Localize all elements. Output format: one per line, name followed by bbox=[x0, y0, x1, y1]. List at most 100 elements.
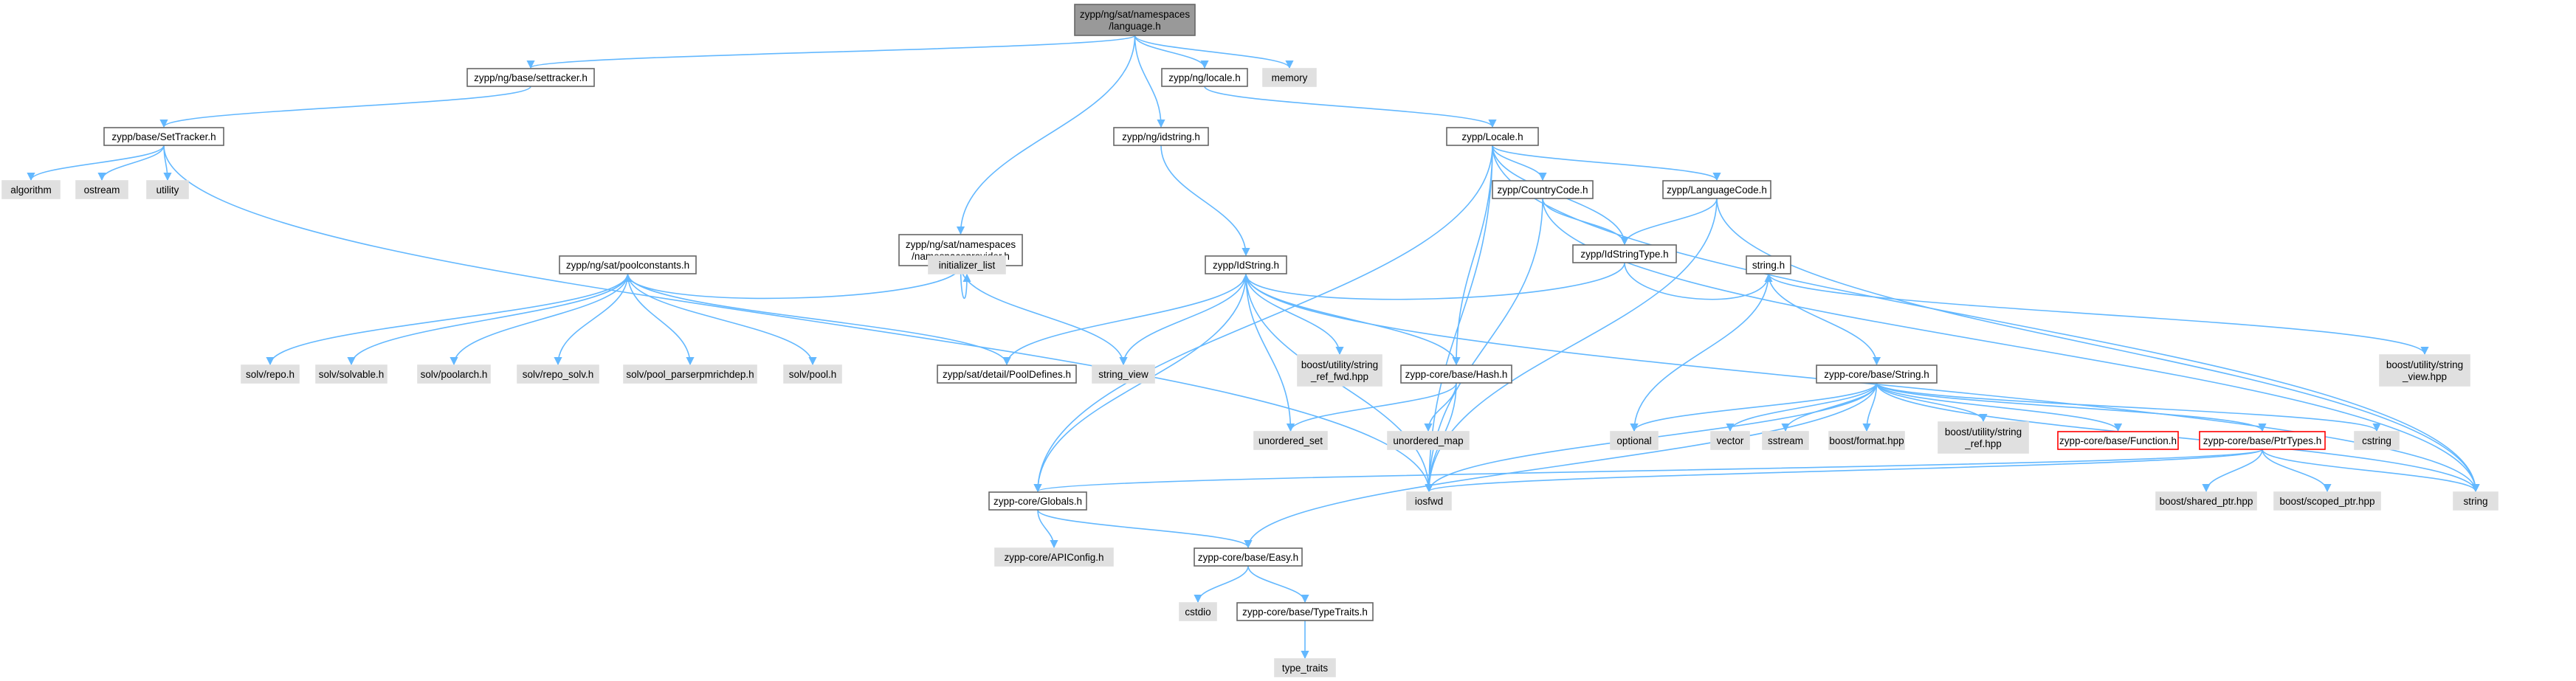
node-pool_h: solv/pool.h bbox=[783, 364, 842, 384]
node-SetTracker[interactable]: zypp/base/SetTracker.h bbox=[103, 127, 224, 146]
edge-string_h-to-optional bbox=[1630, 273, 1769, 432]
node-label: _view.hpp bbox=[2402, 371, 2447, 382]
node-label: memory bbox=[1272, 72, 1308, 83]
node-poolarch_h: solv/poolarch.h bbox=[417, 364, 491, 384]
node-String[interactable]: zypp-core/base/String.h bbox=[1816, 364, 1938, 384]
node-box bbox=[1746, 255, 1791, 274]
node-label: initializer_list bbox=[939, 260, 996, 271]
node-iosfwd: iosfwd bbox=[1406, 491, 1452, 511]
edge-string_h-to-String bbox=[1768, 273, 1881, 366]
node-box bbox=[1816, 364, 1938, 384]
node-solvable_h: solv/solvable.h bbox=[315, 364, 388, 384]
node-IdString[interactable]: zypp/IdString.h bbox=[1205, 255, 1287, 274]
node-settracker_ng[interactable]: zypp/ng/base/settracker.h bbox=[466, 68, 595, 87]
node-box bbox=[1662, 180, 1771, 199]
node-box bbox=[2057, 431, 2179, 450]
node-label: unordered_map bbox=[1393, 435, 1463, 446]
node-box bbox=[1572, 244, 1677, 263]
node-label: solv/repo.h bbox=[246, 369, 295, 380]
edge-poolconstants-to-poolarch_h bbox=[450, 273, 629, 366]
node-IdStringType[interactable]: zypp/IdStringType.h bbox=[1572, 244, 1677, 263]
node-poolconstants[interactable]: zypp/ng/sat/poolconstants.h bbox=[559, 255, 697, 274]
node-label: zypp-core/APIConfig.h bbox=[1004, 552, 1103, 563]
node-box bbox=[517, 364, 599, 384]
node-box bbox=[1, 180, 61, 199]
edge-SetTracker-to-ostream bbox=[97, 145, 165, 182]
edge-LanguageCode-to-string bbox=[1716, 198, 2480, 493]
node-string_ref_fwd: boost/utility/string_ref_fwd.hpp bbox=[1297, 354, 1382, 387]
edge-nsprovider-to-initializer_list bbox=[960, 265, 971, 300]
node-label: zypp/IdString.h bbox=[1213, 260, 1279, 271]
node-PtrTypes[interactable]: zypp-core/base/PtrTypes.h bbox=[2199, 431, 2326, 450]
node-locale_ng[interactable]: zypp/ng/locale.h bbox=[1161, 68, 1248, 87]
edge-Hash-to-unordered_map bbox=[1424, 382, 1457, 432]
node-box bbox=[2354, 431, 2400, 450]
node-label: boost/utility/string bbox=[1945, 426, 2022, 438]
node-initializer_list: initializer_list bbox=[928, 255, 1006, 274]
node-box bbox=[2155, 491, 2257, 511]
node-LanguageCode[interactable]: zypp/LanguageCode.h bbox=[1662, 180, 1771, 199]
node-Easy[interactable]: zypp-core/base/Easy.h bbox=[1194, 547, 1303, 567]
node-label: solv/repo_solv.h bbox=[523, 369, 594, 380]
edge-Hash-to-unordered_set bbox=[1286, 382, 1457, 432]
node-box bbox=[1400, 364, 1512, 384]
dependency-edges bbox=[27, 35, 2480, 660]
edge-poolconstants-to-PoolDefines bbox=[627, 273, 1011, 366]
node-Locale[interactable]: zypp/Locale.h bbox=[1446, 127, 1539, 146]
edge-Globals-to-APIConfig bbox=[1037, 509, 1058, 549]
node-box bbox=[1828, 431, 1905, 450]
node-root[interactable]: zypp/ng/sat/namespaces/language.h bbox=[1074, 4, 1196, 36]
node-label: sstream bbox=[1768, 435, 1803, 446]
edge-nsprovider-to-poolconstants bbox=[623, 265, 962, 300]
edge-root-to-memory bbox=[1134, 35, 1294, 69]
node-Function[interactable]: zypp-core/base/Function.h bbox=[2057, 431, 2179, 450]
edge-String-to-PtrTypes bbox=[1876, 382, 2267, 432]
node-label: /language.h bbox=[1109, 21, 1161, 32]
node-string_h[interactable]: string.h bbox=[1746, 255, 1791, 274]
node-box bbox=[1274, 658, 1336, 677]
edge-root-to-idstring_ng bbox=[1134, 35, 1165, 128]
edge-poolconstants-to-solvable_h bbox=[347, 273, 629, 366]
node-box bbox=[1297, 354, 1382, 387]
dependency-nodes: zypp/ng/sat/namespaces/language.h zypp/ng… bbox=[1, 4, 2498, 677]
node-string_ref_hpp: boost/utility/string_ref.hpp bbox=[1938, 421, 2029, 454]
node-idstring_ng[interactable]: zypp/ng/idstring.h bbox=[1113, 127, 1209, 146]
node-label: iosfwd bbox=[1415, 496, 1443, 507]
node-box bbox=[1406, 491, 1452, 511]
edge-PtrTypes-to-scoped_ptr bbox=[2262, 449, 2332, 493]
node-Globals[interactable]: zypp-core/Globals.h bbox=[988, 491, 1087, 511]
edge-Locale-to-string bbox=[1492, 145, 2480, 493]
node-CountryCode[interactable]: zypp/CountryCode.h bbox=[1492, 180, 1594, 199]
node-label: algorithm bbox=[10, 184, 52, 196]
node-box bbox=[1113, 127, 1209, 146]
node-PoolDefines[interactable]: zypp/sat/detail/PoolDefines.h bbox=[937, 364, 1077, 384]
node-label: vector bbox=[1717, 435, 1744, 446]
node-cstring: cstring bbox=[2354, 431, 2400, 450]
node-label: zypp/ng/idstring.h bbox=[1122, 131, 1200, 142]
edge-LanguageCode-to-iosfwd bbox=[1425, 198, 1718, 493]
node-string: string bbox=[2453, 491, 2498, 511]
node-TypeTraits[interactable]: zypp-core/base/TypeTraits.h bbox=[1236, 602, 1374, 621]
node-utility: utility bbox=[146, 180, 189, 199]
edge-String-to-Easy bbox=[1244, 382, 1878, 549]
node-label: ostream bbox=[84, 184, 120, 196]
edge-IdString-to-PoolDefines bbox=[1002, 273, 1247, 366]
node-label: string.h bbox=[1752, 260, 1785, 271]
node-memory: memory bbox=[1262, 68, 1317, 87]
node-ostream: ostream bbox=[75, 180, 128, 199]
node-unordered_set: unordered_set bbox=[1253, 431, 1328, 450]
node-pool_parser: solv/pool_parserpmrichdep.h bbox=[623, 364, 757, 384]
edge-LanguageCode-to-IdStringType bbox=[1620, 198, 1718, 246]
node-Hash[interactable]: zypp-core/base/Hash.h bbox=[1400, 364, 1512, 384]
edge-nsprovider-to-string_view bbox=[960, 265, 1128, 366]
node-label: type_traits bbox=[1282, 663, 1329, 674]
node-label: solv/solvable.h bbox=[319, 369, 385, 380]
node-label: zypp-core/base/PtrTypes.h bbox=[2203, 435, 2322, 446]
edge-Globals-to-Easy bbox=[1037, 509, 1253, 549]
edge-IdString-to-Hash bbox=[1245, 273, 1461, 366]
edge-IdStringType-to-IdString bbox=[1241, 262, 1625, 300]
node-label: zypp/ng/base/settracker.h bbox=[474, 72, 588, 83]
edge-root-to-nsprovider bbox=[956, 35, 1136, 235]
node-box bbox=[103, 127, 224, 146]
node-box bbox=[1762, 431, 1809, 450]
